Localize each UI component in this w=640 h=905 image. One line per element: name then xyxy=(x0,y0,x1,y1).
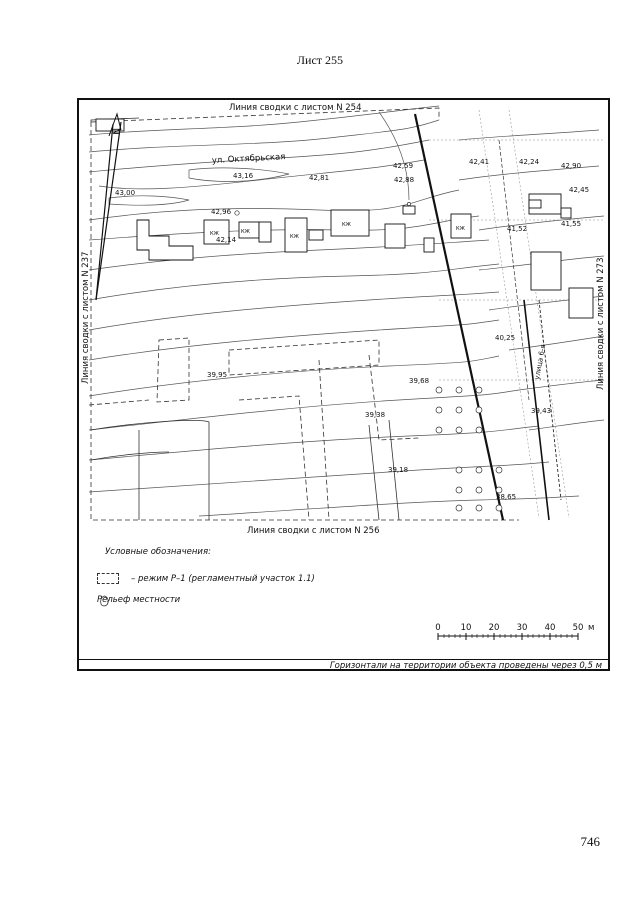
building-label: КЖ xyxy=(342,222,352,228)
elevation-label: 43,00 xyxy=(115,189,135,197)
edge-label-bottom: Линия сводки с листом N 256 xyxy=(247,526,380,536)
map-footnote: Горизонтали на территории объекта провед… xyxy=(79,659,608,672)
scale-tick-label: 40 xyxy=(545,623,556,633)
scale-tick-label: 0 xyxy=(435,623,440,633)
map-frame: N Линия сводки с листом N 254 Линия свод… xyxy=(77,98,610,671)
elevation-label: 43,16 xyxy=(233,172,254,180)
point-objects xyxy=(234,202,503,512)
edge-label-top: Линия сводки с листом N 254 xyxy=(229,103,362,113)
street-label: ул. Октябрьская xyxy=(212,152,286,166)
sheet-title: Лист 255 xyxy=(296,53,344,67)
contour-lines xyxy=(88,105,605,517)
railway-line xyxy=(498,139,562,521)
scale-tick-label: 20 xyxy=(489,623,500,633)
legend-title: Условные обозначения: xyxy=(105,547,211,557)
elevation-label: 39,18 xyxy=(388,466,408,474)
map-area: N xyxy=(88,105,605,521)
elevation-label: 42,96 xyxy=(211,208,232,216)
elevation-label: 38,65 xyxy=(496,493,516,501)
legend-item-zone: – режим Р–1 (регламентный участок 1.1) xyxy=(97,573,315,584)
north-arrow-icon xyxy=(95,112,122,301)
zone-swatch-icon xyxy=(97,573,119,584)
elevation-label: 39,38 xyxy=(365,411,385,419)
elevation-label: 42,41 xyxy=(469,158,489,166)
elevation-label: 39,43 xyxy=(531,407,551,415)
elevation-label: 42,81 xyxy=(309,174,329,182)
elevation-label: 42,45 xyxy=(569,186,589,194)
scale-tick-label: 50 xyxy=(573,623,584,633)
elevation-label: 42,88 xyxy=(394,176,414,184)
scale-tick-label: 30 xyxy=(517,623,528,633)
elevation-label: 42,59 xyxy=(393,162,413,170)
legend-zone-label: – режим Р–1 (регламентный участок 1.1) xyxy=(131,573,315,584)
building-label: КЖ xyxy=(241,229,251,235)
elevation-label: 42,24 xyxy=(519,158,540,166)
buildings xyxy=(95,118,594,319)
elevation-label: 42,14 xyxy=(216,236,237,244)
map-drawing: N Линия сводки с листом N 254 Линия свод… xyxy=(81,103,606,640)
legend-item-relief: Рельеф местности xyxy=(97,595,181,607)
elevation-marks: 43,00 43,16 42,81 42,59 42,88 42,41 42,2… xyxy=(115,158,589,501)
scale-unit: м xyxy=(588,623,594,633)
zone-r1-outline xyxy=(88,107,519,521)
edge-label-left: Линия сводки с листом N 237 xyxy=(81,252,91,385)
elevation-label: 39,95 xyxy=(207,371,227,379)
building-label: КЖ xyxy=(210,231,220,237)
boundary-line xyxy=(413,113,505,521)
elevation-label: 41,55 xyxy=(561,220,581,228)
elevation-label: 40,25 xyxy=(495,334,515,342)
elevation-label: 41,52 xyxy=(507,225,527,233)
elevation-label: 39,68 xyxy=(409,377,429,385)
scale-bar: 0 10 20 30 40 50 м xyxy=(435,623,594,640)
legend-relief-label: Рельеф местности xyxy=(97,595,181,605)
street-label: улица 6-я xyxy=(533,344,547,380)
page-number: 746 xyxy=(580,834,601,849)
road-lines xyxy=(90,117,400,521)
building-label: КЖ xyxy=(290,234,300,240)
scale-tick-label: 10 xyxy=(461,623,472,633)
north-arrow-label: N xyxy=(110,128,120,135)
elevation-label: 42,90 xyxy=(561,162,581,170)
building-label: КЖ xyxy=(456,226,466,232)
relief-icon xyxy=(100,595,109,607)
edge-label-right: Линия сводки с листом N 273 xyxy=(596,258,606,391)
